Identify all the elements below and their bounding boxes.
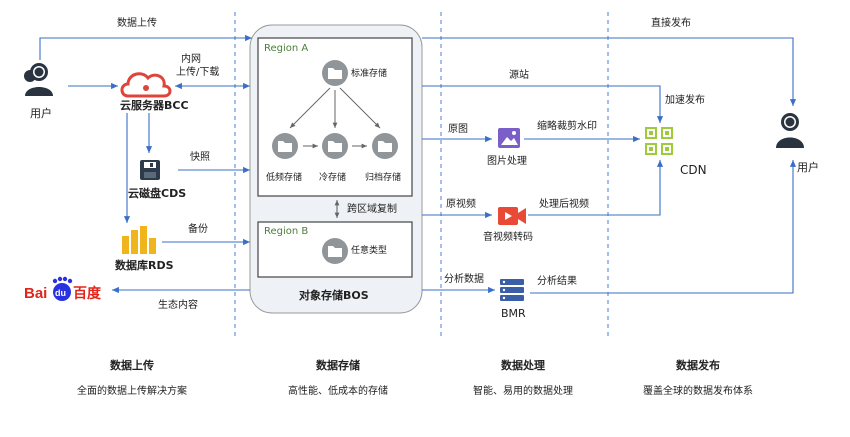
label-user-left: 用户: [30, 107, 52, 120]
user-right-icon: [776, 113, 804, 148]
label-av-transcode: 音视频转码: [483, 232, 533, 243]
arrow-upload-top: [39, 34, 252, 60]
label-direct-publish: 直接发布: [651, 18, 691, 29]
label-processed-video: 处理后视频: [539, 199, 589, 210]
label-intranet: 内网: [181, 54, 201, 65]
tier-arrows: [289, 87, 381, 149]
arrow-origin-cdn: [422, 85, 664, 123]
bcc-cloud-icon: [120, 72, 172, 98]
label-thumb: 缩略裁剪水印: [537, 121, 597, 132]
label-bmr: BMR: [501, 307, 526, 320]
bmr-icon: [500, 279, 524, 301]
footer-title-upload: 数据上传: [110, 359, 154, 372]
footer-sub-upload: 全面的数据上传解决方案: [77, 386, 187, 397]
archive-storage-icon: [372, 133, 398, 159]
label-cdn: CDN: [680, 163, 707, 177]
label-accelerate: 加速发布: [665, 95, 705, 106]
svg-text:百度: 百度: [73, 285, 102, 302]
label-region-b: Region B: [264, 226, 309, 237]
footer-title-processing: 数据处理: [501, 359, 545, 372]
user-left-icon: [24, 63, 53, 96]
label-cds: 云磁盘CDS: [128, 187, 187, 200]
svg-text:du: du: [55, 288, 66, 298]
label-image-proc: 图片处理: [487, 156, 527, 167]
label-analysis-data: 分析数据: [444, 274, 484, 285]
label-data-upload: 数据上传: [117, 18, 157, 29]
label-orig-video: 原视频: [446, 199, 476, 210]
label-bcc: 云服务器BCC: [120, 99, 189, 112]
label-user-right: 用户: [797, 161, 819, 174]
label-region-a: Region A: [264, 43, 309, 54]
label-orig-image: 原图: [448, 124, 468, 135]
video-transcode-icon: [498, 207, 526, 225]
footer-sub-processing: 智能、易用的数据处理: [473, 386, 573, 397]
label-any-type: 任意类型: [351, 246, 388, 256]
label-origin-site: 源站: [509, 70, 529, 81]
label-eco: 生态内容: [158, 300, 198, 311]
footer-sub-storage: 高性能、低成本的存储: [288, 386, 388, 397]
any-type-storage-icon: [322, 238, 348, 264]
label-up-down: 上传/下载: [176, 67, 220, 78]
baidu-logo: Bai du 百度: [24, 276, 102, 302]
cds-disk-icon: [140, 160, 160, 180]
cold-storage-icon: [322, 133, 348, 159]
image-processing-icon: [498, 128, 520, 148]
footer-title-storage: 数据存储: [316, 359, 360, 372]
section-dividers: [234, 12, 609, 340]
low-freq-storage-icon: [272, 133, 298, 159]
svg-text:Bai: Bai: [24, 285, 47, 302]
label-bos-title: 对象存储BOS: [299, 289, 369, 302]
footer-title-publish: 数据发布: [676, 359, 720, 372]
label-archive: 归档存储: [365, 173, 402, 183]
footer-sub-publish: 覆盖全球的数据发布体系: [643, 386, 753, 397]
label-cold: 冷存储: [319, 173, 347, 183]
label-snapshot: 快照: [190, 152, 210, 163]
label-cross-region: 跨区域复制: [347, 204, 397, 215]
label-low-freq: 低频存储: [266, 173, 303, 183]
cdn-icon: [645, 127, 673, 155]
rds-database-icon: [122, 226, 156, 254]
label-analysis-result: 分析结果: [537, 276, 577, 287]
standard-storage-icon: [322, 60, 348, 86]
arrow-direct-publish: [422, 37, 797, 106]
label-rds: 数据库RDS: [115, 259, 174, 272]
arrow-video-cdn: [528, 160, 664, 216]
arrow-analysis-result: [530, 160, 797, 294]
flow-arrows: [39, 34, 797, 294]
label-standard: 标准存储: [351, 69, 388, 79]
folder-icons: [272, 60, 398, 264]
label-backup: 备份: [188, 224, 208, 235]
